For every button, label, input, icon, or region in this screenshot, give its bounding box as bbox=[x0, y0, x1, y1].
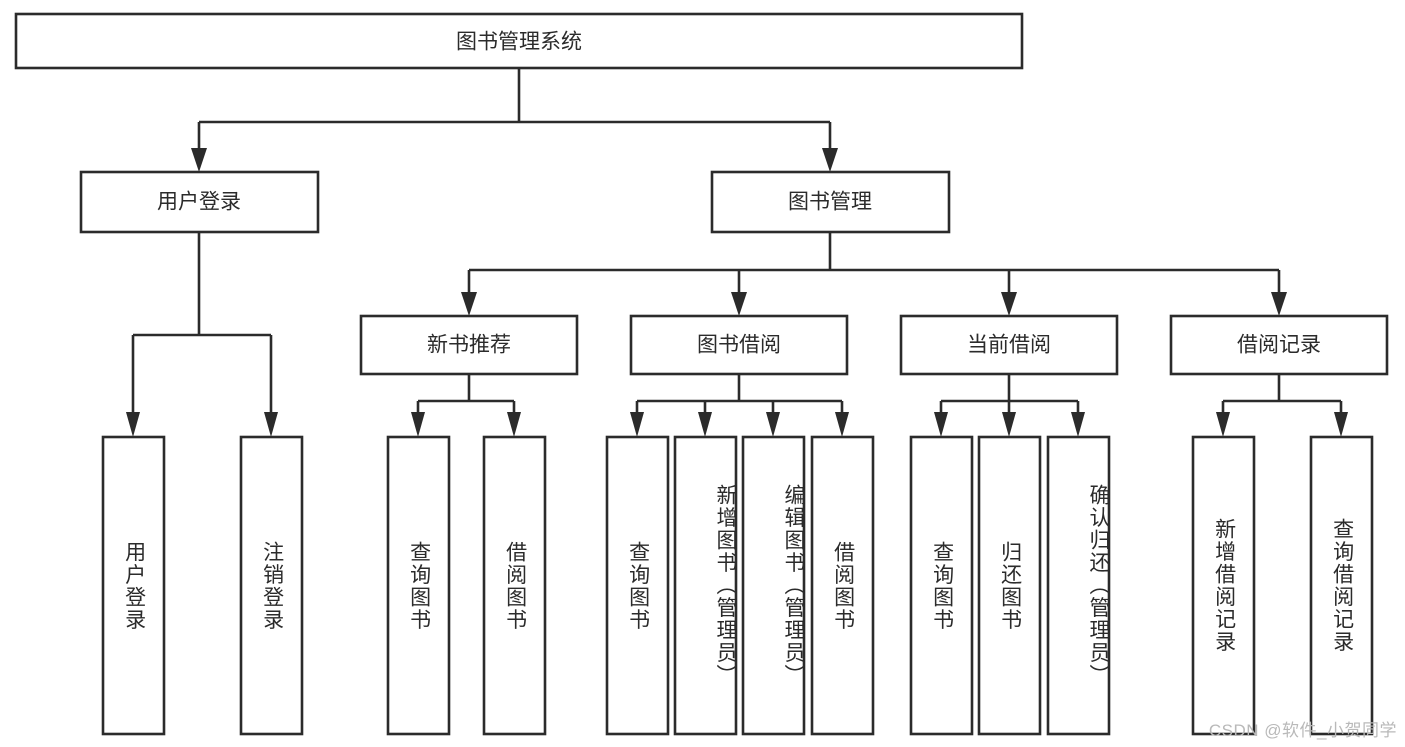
node-root-box[interactable] bbox=[14, 12, 1024, 70]
leaf-box-return-book[interactable] bbox=[977, 435, 1042, 736]
leaf-box-borrow-book-a[interactable] bbox=[482, 435, 547, 736]
arrow-head-icon bbox=[1216, 412, 1230, 437]
arrow-head-icon bbox=[934, 412, 948, 437]
arrow-head-icon bbox=[822, 148, 838, 172]
connector-group-new-book bbox=[411, 374, 521, 437]
node-book-borrow-box[interactable] bbox=[629, 314, 849, 376]
leaf-node-boxes bbox=[101, 435, 1374, 736]
node-book-management-label: 图书管理 bbox=[788, 191, 872, 214]
csdn-watermark: CSDN @软件_小贺同学 bbox=[1208, 721, 1397, 740]
arrow-head-icon bbox=[1002, 412, 1016, 437]
arrow-head-icon bbox=[1271, 292, 1287, 316]
node-new-book-recommend-label: 新书推荐 bbox=[427, 334, 511, 357]
node-user-login-label: 用户登录 bbox=[157, 191, 241, 214]
leaf-box-user-login[interactable] bbox=[101, 435, 166, 736]
arrow-head-icon bbox=[126, 412, 140, 437]
node-user-login[interactable]: 用户登录 bbox=[79, 170, 320, 234]
leaf-box-query-book-b[interactable] bbox=[605, 435, 670, 736]
node-current-borrow-label: 当前借阅 bbox=[967, 334, 1051, 357]
node-root[interactable]: 图书管理系统 bbox=[14, 12, 1024, 70]
leaf-box-add-record[interactable] bbox=[1191, 435, 1256, 736]
leaf-box-confirm-return[interactable] bbox=[1046, 435, 1111, 736]
arrow-head-icon bbox=[630, 412, 644, 437]
leaf-box-logout[interactable] bbox=[239, 435, 304, 736]
arrow-head-icon bbox=[835, 412, 849, 437]
arrow-head-icon bbox=[411, 412, 425, 437]
arrow-head-icon bbox=[1334, 412, 1348, 437]
node-book-management-box[interactable] bbox=[710, 170, 951, 234]
arrow-head-icon bbox=[731, 292, 747, 316]
node-book-borrow-label: 图书借阅 bbox=[697, 334, 781, 357]
node-new-book-recommend[interactable]: 新书推荐 bbox=[359, 314, 579, 376]
node-current-borrow[interactable]: 当前借阅 bbox=[899, 314, 1119, 376]
leaf-box-edit-book[interactable] bbox=[741, 435, 806, 736]
arrow-head-icon bbox=[1071, 412, 1085, 437]
leaf-box-borrow-book-b[interactable] bbox=[810, 435, 875, 736]
node-user-login-box[interactable] bbox=[79, 170, 320, 234]
connector-group-book-borrow bbox=[630, 374, 849, 437]
arrow-head-icon bbox=[766, 412, 780, 437]
arrow-head-icon bbox=[507, 412, 521, 437]
node-book-borrow[interactable]: 图书借阅 bbox=[629, 314, 849, 376]
node-borrow-record[interactable]: 借阅记录 bbox=[1169, 314, 1389, 376]
leaf-box-query-record[interactable] bbox=[1309, 435, 1374, 736]
node-borrow-record-box[interactable] bbox=[1169, 314, 1389, 376]
connector-group-user-login bbox=[126, 232, 278, 437]
arrow-head-icon bbox=[461, 292, 477, 316]
connector-group-current-borrow bbox=[934, 374, 1085, 437]
node-new-book-recommend-box[interactable] bbox=[359, 314, 579, 376]
arrow-head-icon bbox=[191, 148, 207, 172]
arrow-head-icon bbox=[264, 412, 278, 437]
node-root-label: 图书管理系统 bbox=[456, 31, 582, 54]
connector-group-root bbox=[191, 68, 838, 172]
leaf-box-query-book-a[interactable] bbox=[386, 435, 451, 736]
arrow-head-icon bbox=[1001, 292, 1017, 316]
leaf-box-query-book-c[interactable] bbox=[909, 435, 974, 736]
node-book-management[interactable]: 图书管理 bbox=[710, 170, 951, 234]
arrow-head-icon bbox=[698, 412, 712, 437]
connector-group-borrow-record bbox=[1216, 374, 1348, 437]
connector-group-book-management bbox=[461, 232, 1287, 316]
node-borrow-record-label: 借阅记录 bbox=[1237, 334, 1321, 357]
node-current-borrow-box[interactable] bbox=[899, 314, 1119, 376]
leaf-box-add-book[interactable] bbox=[673, 435, 738, 736]
